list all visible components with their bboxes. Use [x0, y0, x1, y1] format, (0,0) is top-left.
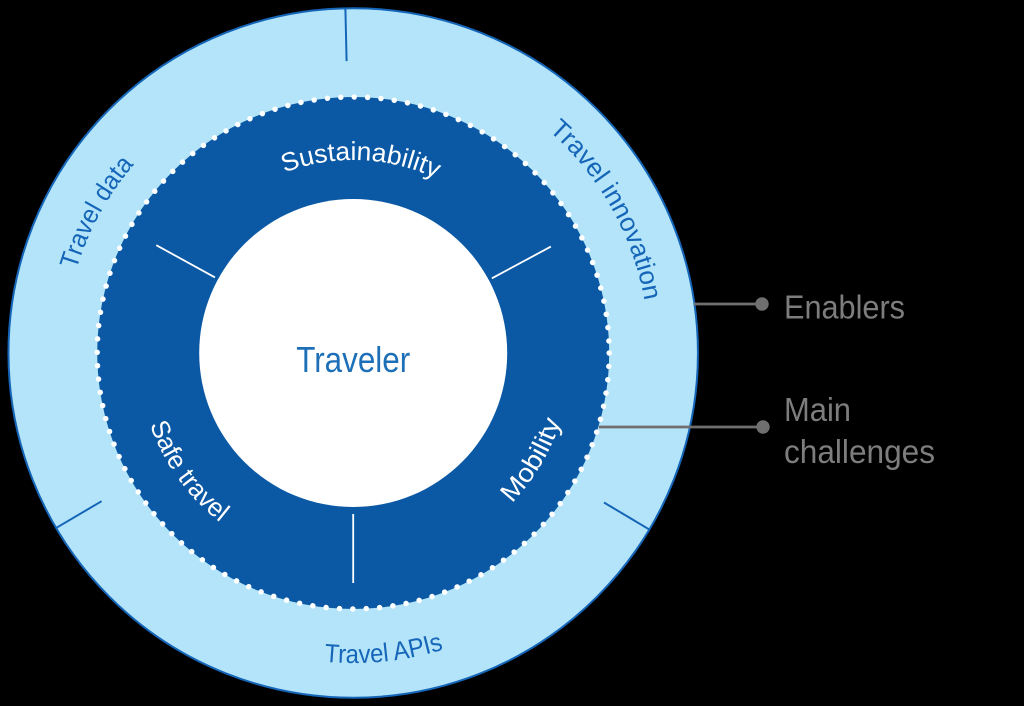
svg-text:Enablers: Enablers: [784, 289, 905, 326]
svg-text:Main: Main: [784, 391, 851, 428]
svg-text:challenges: challenges: [784, 433, 935, 470]
svg-text:Traveler: Traveler: [296, 339, 410, 380]
